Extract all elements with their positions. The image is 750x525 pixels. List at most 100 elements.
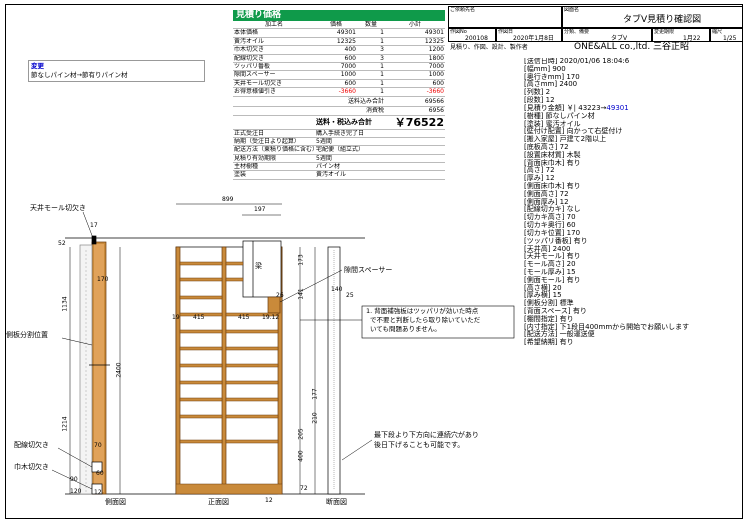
spec-item: [厚み横] 15 xyxy=(524,291,562,300)
dim-1134: 1134 xyxy=(61,296,69,312)
spec-item: [棚間指定] 有り xyxy=(524,314,574,323)
detail-value: 購入手続き完了日 xyxy=(316,129,365,137)
spec-list: [送信日時] 2020/01/06 18:04:6[幅mm] 900[奥行きmm… xyxy=(524,58,741,356)
col-subtotal: 小計 xyxy=(408,21,421,28)
document-frame xyxy=(5,4,743,519)
label-section-view: 断面図 xyxy=(326,498,347,506)
dim-120: 120 xyxy=(70,488,82,495)
spec-item: [切カキ奥行] 60 xyxy=(524,221,576,230)
cell-subtotal: 7000 xyxy=(428,62,444,70)
detail-row: 納期（受注日より起算） 5週間 xyxy=(233,137,445,147)
spec-item: [背面床巾木] 有り xyxy=(524,158,581,167)
spec-item: [底板高さ] 72 xyxy=(524,142,569,151)
estimate-title: 見積り価格 xyxy=(233,10,445,21)
drawing-info-block: ご依頼先名 図面名 タブV見積り確認図 作図No 200108 作図日 2020… xyxy=(448,6,743,54)
cell-name: 隙間スペーサー xyxy=(234,71,276,79)
change-note: 変更 節なしパイン材→節有りパイン材 xyxy=(28,60,205,82)
spec-item: [塗装] 蜜汚オイル xyxy=(524,119,581,128)
spec-item: [側面モール] 有り xyxy=(524,275,581,284)
change-label: 変更 xyxy=(31,62,44,70)
spec-item: [高さmm] 2400 xyxy=(524,80,578,89)
spec-item: [天井モール] 有り xyxy=(524,252,581,261)
detail-row: 塗装黄汚オイル xyxy=(233,171,445,180)
customer-cell: ご依頼先名 xyxy=(448,6,562,28)
consumption-row: 消費税 6956 xyxy=(233,107,445,116)
note1-line3: いても問題ありません。 xyxy=(370,325,441,333)
dim-205: 205 xyxy=(297,428,305,440)
detail-row: 配送方法（東積り価格に含む）宅配便（組立式） xyxy=(233,146,445,155)
dim-141: 141 xyxy=(297,288,305,300)
date-cell: 作図日 2020年1月8日 xyxy=(496,28,562,42)
label-front-view: 正面図 xyxy=(208,498,229,506)
detail-row: 主材樹種パイン材 xyxy=(233,163,445,172)
col-qty: 数量 xyxy=(364,21,377,28)
cell-price: 7000 xyxy=(340,62,356,70)
cell-qty: 1 xyxy=(380,29,384,37)
spec-item: [切カキ高さ] 70 xyxy=(524,213,576,222)
dim-25: 25 xyxy=(346,292,354,299)
beam-block xyxy=(242,240,282,298)
detail-value: 宅配便（組立式） xyxy=(316,146,365,154)
spec-item: [背面スペース] 有り xyxy=(524,307,587,315)
note1-line2: で不要と判断したら取り除いていただ xyxy=(370,316,481,324)
spec-item: [側面床巾木] 有り xyxy=(524,182,581,190)
dim-140: 140 xyxy=(331,286,343,293)
drawing-title: タブV見積り確認図 xyxy=(623,15,702,25)
detail-value: 5週間 xyxy=(316,137,332,145)
detail-value: 黄汚オイル xyxy=(316,171,347,179)
dim-width: 899 xyxy=(222,196,234,203)
spec-item: [搬入家屋] 戸建て2階以上 xyxy=(524,135,607,144)
spec-item: [配線切カキ] なし xyxy=(524,205,581,214)
detail-key: 配送方法（東積り価格に含む） xyxy=(234,146,315,154)
cell-qty: 1 xyxy=(380,79,384,87)
cell-subtotal: -3660 xyxy=(426,88,444,96)
scale-cell: 縮尺 1/25 xyxy=(710,28,743,42)
dim-52: 52 xyxy=(58,240,66,247)
dim-60: 60 xyxy=(96,470,104,477)
dim-72: 72 xyxy=(300,485,308,492)
cell-price: 600 xyxy=(344,54,356,62)
spec-item: [配送方法] 一般運送便 xyxy=(524,330,595,339)
cell-name: 本体価格 xyxy=(234,29,259,37)
dim-70: 70 xyxy=(94,442,102,449)
dim-210: 210 xyxy=(311,412,319,424)
dim-415a: 415 xyxy=(193,314,205,321)
spec-item: [希望納期] 有り xyxy=(524,338,574,347)
dim-beam: 197 xyxy=(254,206,266,213)
spec-item: [奥行きmm] 170 xyxy=(524,72,580,81)
dim-415b: 415 xyxy=(238,314,250,321)
spec-item: [見積り金額] ￥| 43223→49301 xyxy=(524,103,629,112)
dim-12: 12 xyxy=(94,489,102,496)
detail-value: パイン材 xyxy=(316,163,341,171)
maker-name: ONE&ALL co.,ltd. 三谷正昭 xyxy=(574,42,690,52)
cell-subtotal: 600 xyxy=(432,79,444,87)
cell-subtotal: 12325 xyxy=(424,37,444,45)
label-side-view: 側面図 xyxy=(105,498,126,506)
cell-name: 黄汚オイル xyxy=(234,37,265,45)
cell-name: 巾木切欠き xyxy=(234,46,265,54)
spec-item: [モール高さ] 20 xyxy=(524,260,576,269)
cell-qty: 1 xyxy=(380,88,384,96)
detail-row: 正式受注日 購入手続き完了日 xyxy=(233,130,445,138)
cell-price: 12325 xyxy=(336,37,356,45)
cell-price: 400 xyxy=(344,46,356,54)
dim-90: 90 xyxy=(70,476,78,483)
cell-qty: 3 xyxy=(380,46,384,54)
detail-key: 納期（受注日より起算） xyxy=(234,137,300,145)
label-wire-cut: 配線切欠き xyxy=(14,441,49,449)
spec-item: [送信日時] 2020/01/06 18:04:6 xyxy=(524,58,630,65)
estimate-header-row: 加工名 価格 数量 小計 xyxy=(233,21,445,30)
spec-item: [列数] 2 xyxy=(524,88,551,97)
total-row: 送料・税込み合計 ￥76522 xyxy=(233,116,445,130)
note1-box xyxy=(361,305,515,339)
change-text: 節なしパイン材→節有りパイン材 xyxy=(31,71,128,79)
spec-item: [内寸指定] 下1段目400mmから開始でお願いします xyxy=(524,322,690,331)
spec-item: [切カキ位置] 170 xyxy=(524,228,581,237)
detail-key: 正式受注日 xyxy=(234,129,265,137)
